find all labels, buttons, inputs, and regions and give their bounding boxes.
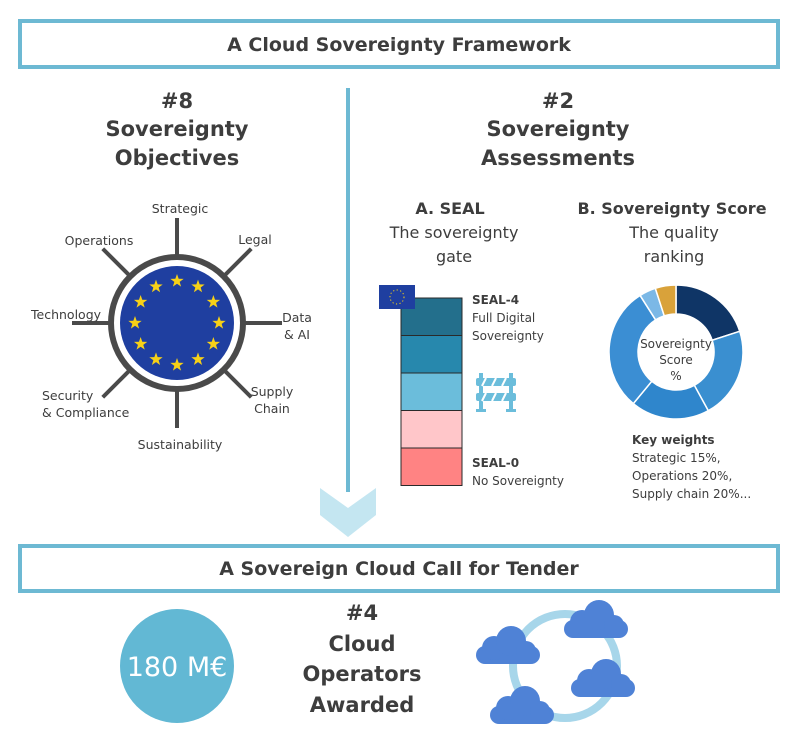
key-weights-1: Strategic 15%,	[632, 451, 721, 465]
assessments-title-2: Assessments	[481, 146, 635, 170]
assessments-title-1: Sovereignty	[487, 117, 630, 141]
objective-security-1: Security	[42, 388, 94, 403]
objectives-title-2: Objectives	[115, 146, 239, 170]
header-title: A Cloud Sovereignty Framework	[227, 34, 571, 56]
key-weights-2: Operations 20%,	[632, 469, 732, 483]
star-icon	[212, 316, 226, 329]
seal-4-desc-2: Sovereignty	[472, 329, 544, 343]
seal-sub-2: gate	[436, 247, 472, 266]
budget-amount: 180 M€	[127, 652, 228, 683]
operators-count: #4	[346, 601, 378, 625]
objectives-count: #8	[161, 89, 193, 113]
seal-level-1	[400, 410, 463, 449]
spoke	[223, 369, 253, 399]
spoke	[101, 369, 131, 399]
eu-flag-icon	[379, 285, 415, 309]
score-sub-2: ranking	[644, 247, 705, 266]
cloud-icon	[564, 600, 628, 638]
star-icon	[206, 337, 221, 350]
tender-box	[18, 544, 780, 593]
operators-line-2: Operators	[303, 662, 422, 686]
star-icon	[170, 274, 184, 287]
operators-line-1: Cloud	[328, 632, 395, 656]
score-sub-1: The quality	[628, 223, 719, 242]
objective-data-ai-2: & AI	[284, 327, 310, 342]
seal-heading: A. SEAL	[415, 199, 484, 218]
eu-stars	[128, 274, 226, 371]
seal-levels	[400, 297, 463, 486]
objective-operations: Operations	[65, 233, 134, 248]
donut-center-1: Sovereignty	[640, 337, 712, 351]
score-heading: B. Sovereignty Score	[577, 199, 766, 218]
operators-line-3: Awarded	[310, 693, 415, 717]
star-icon	[170, 358, 184, 371]
objective-legal: Legal	[238, 232, 272, 247]
donut-segment	[654, 284, 677, 317]
seal-level-2	[400, 372, 463, 411]
seal-4-label: SEAL-4	[472, 293, 519, 307]
objective-supply-chain-2: Chain	[254, 401, 290, 416]
clouds-icon	[476, 600, 635, 724]
star-icon	[191, 352, 205, 366]
header-box	[18, 19, 780, 69]
cloud-icon	[490, 686, 554, 724]
budget-circle	[120, 609, 234, 723]
seal-4-desc-1: Full Digital	[472, 311, 535, 325]
score-donut	[608, 284, 744, 420]
assessments-count: #2	[542, 89, 574, 113]
key-weights-title: Key weights	[632, 433, 715, 447]
objective-security-2: & Compliance	[42, 405, 130, 420]
donut-center-3: %	[670, 369, 681, 383]
star-icon	[206, 295, 221, 308]
donut-segment	[675, 284, 741, 342]
spoke	[101, 247, 131, 277]
seal-sub-1: The sovereignty	[389, 223, 519, 242]
objectives-title-1: Sovereignty	[106, 117, 249, 141]
objective-strategic: Strategic	[152, 201, 209, 216]
donut-segment	[608, 294, 657, 405]
objective-spokes	[72, 218, 282, 428]
objective-data-ai-1: Data	[282, 310, 312, 325]
cloud-icon	[571, 659, 635, 697]
barrier-icon	[476, 373, 516, 412]
objective-technology: Technology	[30, 307, 102, 322]
star-icon	[149, 279, 163, 293]
tender-title: A Sovereign Cloud Call for Tender	[219, 558, 579, 580]
seal-0-desc: No Sovereignty	[472, 474, 564, 488]
star-icon	[133, 295, 148, 308]
seal-0-label: SEAL-0	[472, 456, 519, 470]
star-icon	[191, 279, 205, 293]
star-icon	[133, 337, 148, 350]
star-icon	[128, 316, 142, 329]
cloud-icon	[476, 626, 540, 664]
seal-level-0	[400, 447, 463, 486]
donut-center-2: Score	[659, 353, 693, 367]
objective-sustainability: Sustainability	[138, 437, 223, 452]
objective-supply-chain-1: Supply	[251, 384, 294, 399]
star-icon	[149, 352, 163, 366]
eu-flag-circle	[120, 266, 234, 380]
down-arrow-icon	[320, 488, 376, 537]
key-weights-3: Supply chain 20%...	[632, 487, 751, 501]
seal-level-3	[400, 335, 463, 374]
spoke	[223, 247, 253, 277]
